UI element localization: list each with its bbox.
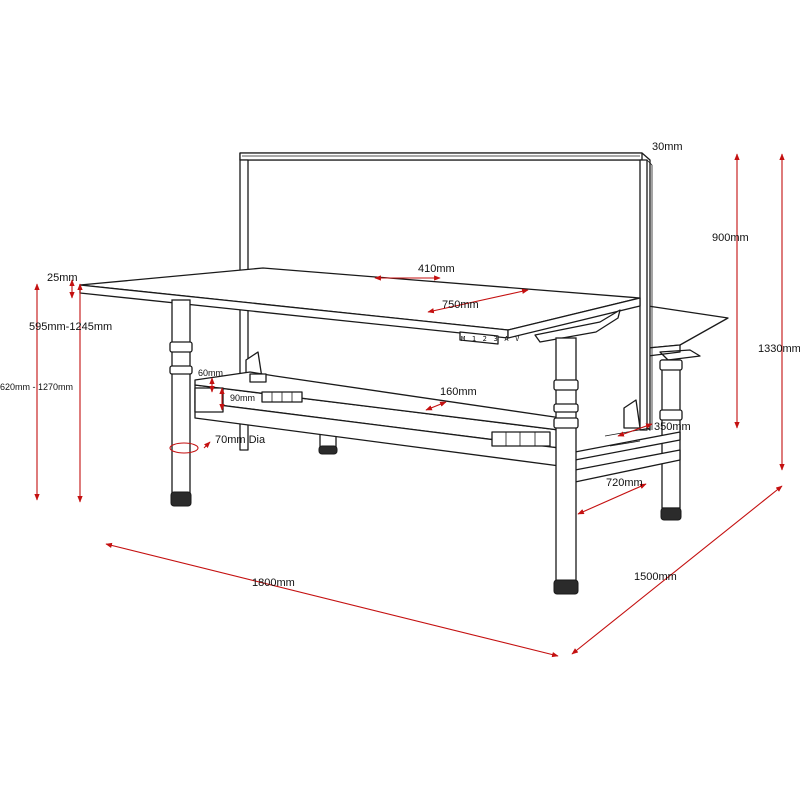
label-overall-height-range: 620mm - 1270mm xyxy=(0,382,73,392)
label-foot-gap: 350mm xyxy=(654,421,691,433)
label-cable-tray-length: 750mm xyxy=(442,299,479,311)
label-cable-tray-width: 410mm xyxy=(418,263,455,275)
front-right-leg xyxy=(553,337,579,595)
label-tray-depth: 90mm xyxy=(230,393,255,403)
label-desk-height-range: 595mm-1245mm xyxy=(29,321,112,333)
control-panel-text: M 1 2 3 A V xyxy=(461,335,521,343)
label-top-thickness: 25mm xyxy=(47,272,78,284)
dimension-labels: 30mm 900mm 1330mm 25mm 595mm-1245mm 620m… xyxy=(0,141,800,589)
label-overall-height: 1330mm xyxy=(758,343,800,355)
front-left-leg xyxy=(169,299,193,507)
desk-top xyxy=(79,267,641,343)
label-screen-height: 900mm xyxy=(712,232,749,244)
label-desk-depth: 1500mm xyxy=(634,571,677,583)
dimension-lines xyxy=(34,153,785,658)
label-desk-width: 1800mm xyxy=(252,577,295,589)
control-panel: M 1 2 3 A V xyxy=(459,331,521,345)
far-desk xyxy=(647,305,729,521)
label-beam-width: 160mm xyxy=(440,386,477,398)
label-tray-height: 60mm xyxy=(198,368,223,378)
label-frame-depth: 720mm xyxy=(606,477,643,489)
label-screen-thickness: 30mm xyxy=(652,141,683,153)
desk-frame xyxy=(194,371,681,483)
label-leg-diameter: 70mm Dia xyxy=(215,434,266,446)
